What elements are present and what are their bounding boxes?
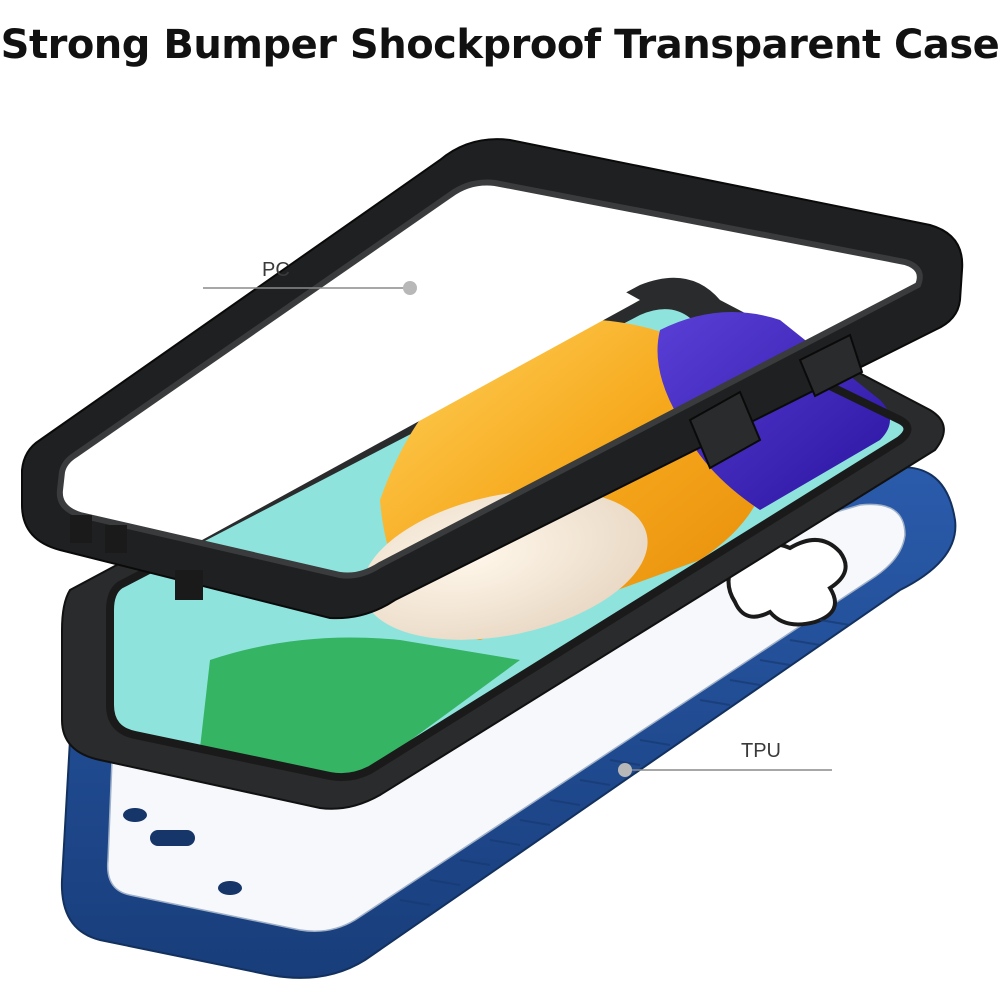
tpu-callout <box>618 763 832 777</box>
product-headline: Strong Bumper Shockproof Transparent Cas… <box>0 22 1000 68</box>
port-hole <box>218 881 242 895</box>
button-cutout <box>798 333 864 398</box>
tpu-bumper <box>60 466 957 979</box>
port-hole <box>123 808 147 822</box>
usb-port-hole <box>150 830 195 846</box>
pc-label: PC <box>262 259 290 281</box>
frame-clip <box>175 570 203 600</box>
frame-clip <box>70 515 92 543</box>
button-cutout <box>688 390 762 470</box>
frame-clip <box>105 525 127 553</box>
pc-callout-dot <box>403 281 417 295</box>
pc-callout <box>203 281 417 295</box>
tpu-label: TPU <box>741 740 781 762</box>
tpu-callout-dot <box>618 763 632 777</box>
